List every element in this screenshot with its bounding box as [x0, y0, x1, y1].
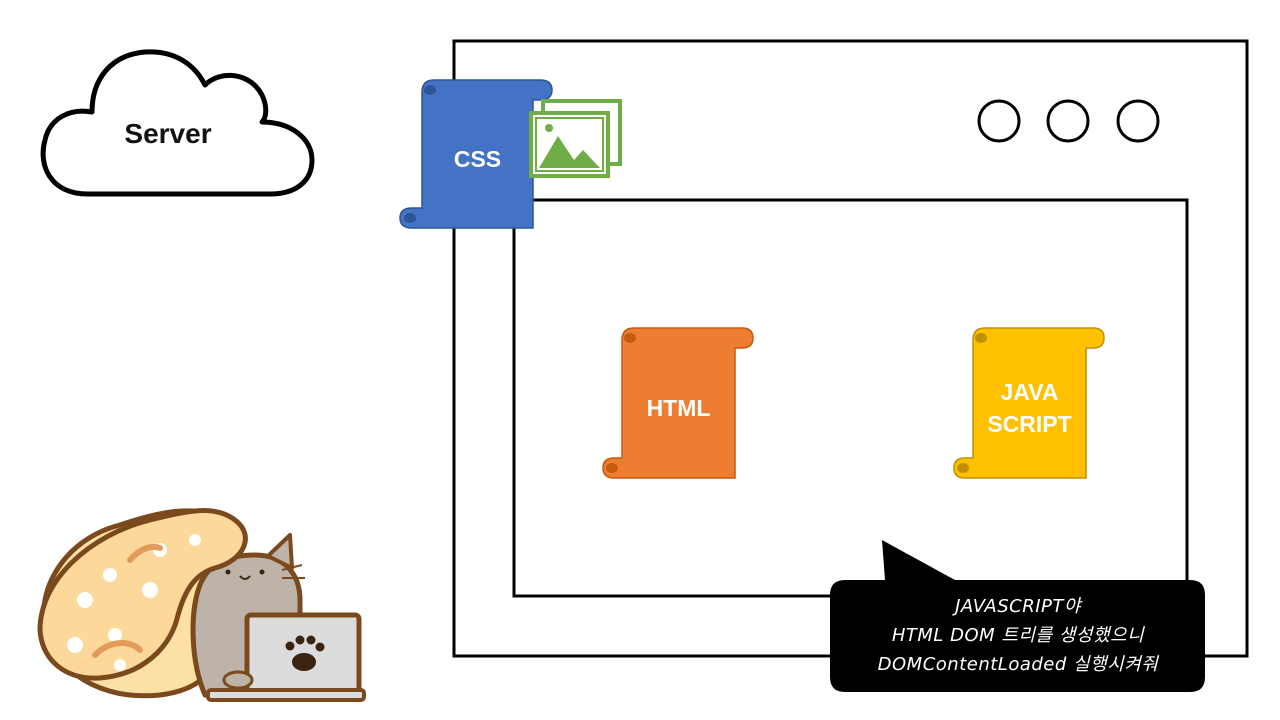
server-cloud-icon — [40, 49, 315, 197]
html-scroll-icon — [602, 327, 754, 479]
css-label: CSS — [453, 146, 502, 172]
image-icon — [529, 99, 622, 178]
javascript-label-line1: JAVA — [1000, 379, 1059, 405]
window-control-circle — [1116, 99, 1160, 143]
cat-mascot-illustration — [37, 508, 366, 702]
speech-line-2: HTML DOM 트리를 생성했으니 — [891, 625, 1145, 646]
speech-bubble-text: JAVASCRIPT야 HTML DOM 트리를 생성했으니 DOMConten… — [832, 592, 1204, 679]
css-scroll-icon — [399, 79, 553, 229]
javascript-label: JAVA SCRIPT — [973, 376, 1086, 440]
speech-bubble — [830, 540, 1205, 692]
speech-line-3: DOMContentLoaded 실행시켜줘 — [877, 654, 1159, 675]
window-control-circle — [977, 99, 1021, 143]
html-label: HTML — [646, 395, 711, 421]
server-label: Server — [124, 118, 212, 149]
window-control-circle — [1046, 99, 1090, 143]
javascript-label-line2: SCRIPT — [987, 411, 1072, 437]
javascript-scroll-icon — [953, 327, 1105, 479]
speech-line-1: JAVASCRIPT야 — [955, 596, 1081, 617]
